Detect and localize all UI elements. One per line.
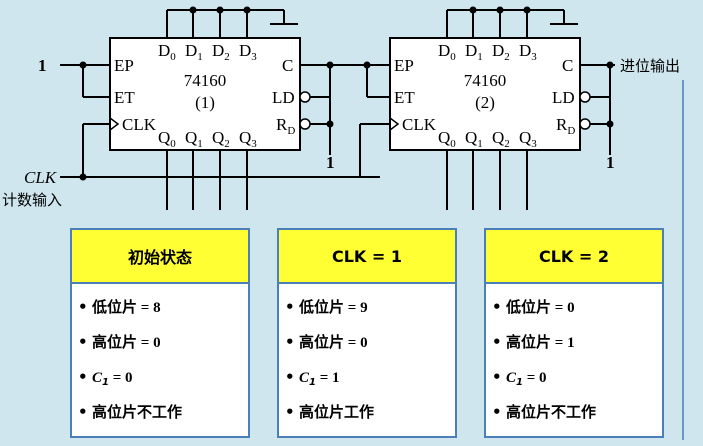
panel-title: CLK = 1: [279, 230, 455, 284]
chip2-c-label: C: [562, 56, 573, 75]
wiring: [60, 9, 684, 440]
chip2-box: [389, 37, 581, 151]
panel-title: 初始状态: [72, 230, 248, 284]
chip2-q1-label: Q1: [465, 128, 483, 150]
chip2-rd-label: RD: [556, 115, 575, 137]
chip2-d1-label: D1: [465, 41, 483, 63]
chip1-ep-label: EP: [114, 56, 134, 75]
chip1-d2-label: D2: [212, 41, 230, 63]
clk-label: CLK: [24, 168, 58, 187]
state-panel-clk2: CLK = 2 •低位片 = 0 •高位片 = 1 •C1 = 0 •高位片不工…: [484, 228, 664, 438]
panel-list: •低位片 = 9 •高位片 = 0 •C1 = 1 •高位片工作: [279, 284, 455, 430]
list-item: •低位片 = 0: [492, 298, 575, 316]
list-item: •低位片 = 9: [285, 298, 368, 316]
chip1-q1-label: Q1: [185, 128, 203, 150]
rd2-one-label: 1: [606, 153, 615, 172]
chip1-clk-label: CLK: [122, 115, 157, 134]
list-item: •C1 = 0: [492, 368, 547, 388]
inversion-bubbles: [299, 91, 591, 130]
chip1-name: 74160: [184, 71, 227, 90]
list-item: •高位片 = 1: [492, 333, 575, 351]
junction-dots: [79, 6, 614, 181]
list-item: •低位片 = 8: [78, 298, 161, 316]
input-one-label: 1: [38, 56, 47, 75]
chip1-et-label: ET: [114, 88, 135, 107]
chip1-d1-label: D1: [185, 41, 203, 63]
panel-title: CLK = 2: [486, 230, 662, 284]
chip2-ep-label: EP: [394, 56, 414, 75]
chip2-d3-label: D3: [519, 41, 537, 63]
chip1-rd-label: RD: [276, 115, 295, 137]
chip2-et-label: ET: [394, 88, 415, 107]
list-item: •C1 = 1: [285, 368, 340, 388]
chip2-q0-label: Q0: [438, 128, 456, 150]
chip2-ld-label: LD: [552, 88, 575, 107]
chip1-d0-label: D0: [158, 41, 176, 63]
chip2-d2-label: D2: [492, 41, 510, 63]
panel-list: •低位片 = 8 •高位片 = 0 •C1 = 0 •高位片不工作: [72, 284, 248, 430]
rd1-one-label: 1: [326, 153, 335, 172]
list-item: •高位片不工作: [78, 403, 183, 421]
chip2-clk-label: CLK: [402, 115, 437, 134]
count-input-label: 计数输入: [2, 191, 62, 209]
chip2-q2-label: Q2: [492, 128, 510, 150]
chip2-index: (2): [475, 93, 495, 112]
state-panel-clk1: CLK = 1 •低位片 = 9 •高位片 = 0 •C1 = 1 •高位片工作: [277, 228, 457, 438]
chip2-d0-label: D0: [438, 41, 456, 63]
clock-triangles: [109, 117, 400, 131]
chip2-name: 74160: [464, 71, 507, 90]
state-panel-initial: 初始状态 •低位片 = 8 •高位片 = 0 •C1 = 0 •高位片不工作: [70, 228, 250, 438]
chip1-box: [109, 37, 301, 151]
chip1-ld-label: LD: [272, 88, 295, 107]
chip1-d3-label: D3: [239, 41, 257, 63]
chip1-q0-label: Q0: [158, 128, 176, 150]
list-item: •高位片工作: [285, 403, 375, 421]
list-item: •C1 = 0: [78, 368, 133, 388]
chip1-q3-label: Q3: [239, 128, 257, 150]
list-item: •高位片不工作: [492, 403, 597, 421]
panel-list: •低位片 = 0 •高位片 = 1 •C1 = 0 •高位片不工作: [486, 284, 662, 430]
chip1-c-label: C: [282, 56, 293, 75]
list-item: •高位片 = 0: [78, 333, 161, 351]
chip1-index: (1): [195, 93, 215, 112]
carry-out-label: 进位输出: [620, 57, 680, 75]
chip2-pin-labels: EP ET CLK C LD RD 74160 (2) D0 D1 D2 D3 …: [394, 41, 575, 150]
list-item: •高位片 = 0: [285, 333, 368, 351]
chip1-q2-label: Q2: [212, 128, 230, 150]
chip1-pin-labels: EP ET CLK C LD RD 74160 (1) D0 D1 D2 D3 …: [114, 41, 295, 150]
chip2-q3-label: Q3: [519, 128, 537, 150]
external-labels: 1 CLK 计数输入 1 1 进位输出: [2, 56, 680, 209]
